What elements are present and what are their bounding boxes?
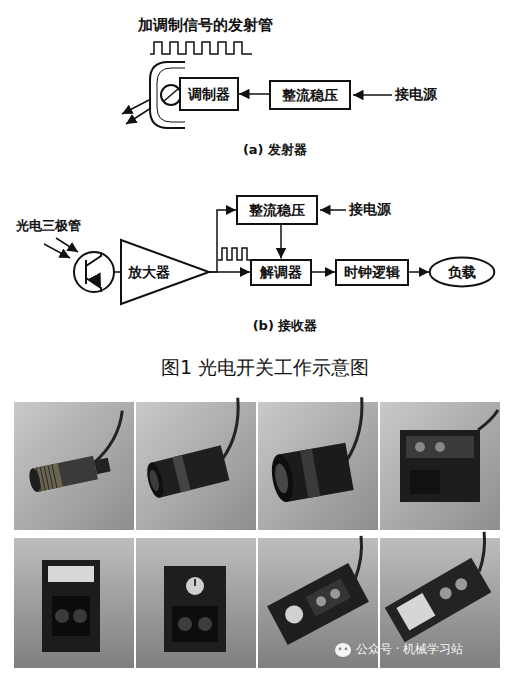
signal-arrow [209, 210, 236, 272]
subfigure-label: (a) 发射器 [243, 142, 307, 158]
figure-caption: 图1 光电开关工作示意图 [161, 356, 369, 379]
signal-arrow [409, 271, 429, 273]
signal-arrow [312, 271, 335, 273]
signal-label: 接电源 [395, 86, 437, 103]
subfigure-label: (b) 接收器 [253, 318, 318, 334]
emitter-symbol [122, 42, 392, 128]
demodulator-box: 解调器 [250, 259, 312, 286]
load-ellipse: 负载 [429, 257, 495, 287]
signal-label: 接电源 [349, 201, 391, 218]
rectifier-box: 整流稳压 [269, 80, 351, 110]
watermark-icon [335, 643, 351, 657]
node-text: 解调器 [260, 264, 302, 281]
clock-logic-box: 时钟逻辑 [335, 259, 409, 286]
part-label: 加调制信号的发射管 [138, 16, 273, 34]
part-label: 光电三极管 [16, 218, 81, 234]
signal-arrow [209, 271, 250, 273]
watermark: 公众号 · 机械学习站 [356, 642, 463, 656]
node-text: 整流稳压 [249, 202, 305, 219]
modulator-box: 调制器 [179, 77, 239, 111]
node-text: 调制器 [188, 86, 230, 103]
amplifier-triangle: 放大器 [121, 240, 209, 304]
node-text: 时钟逻辑 [344, 264, 400, 281]
signal-arrow [239, 93, 269, 95]
signal-arrow [280, 225, 282, 259]
product-photos [14, 397, 512, 668]
rectifier-box: 整流稳压 [236, 195, 318, 225]
node-text: 负载 [448, 264, 476, 281]
node-text: 整流稳压 [282, 87, 338, 104]
node-text: 放大器 [128, 264, 170, 281]
